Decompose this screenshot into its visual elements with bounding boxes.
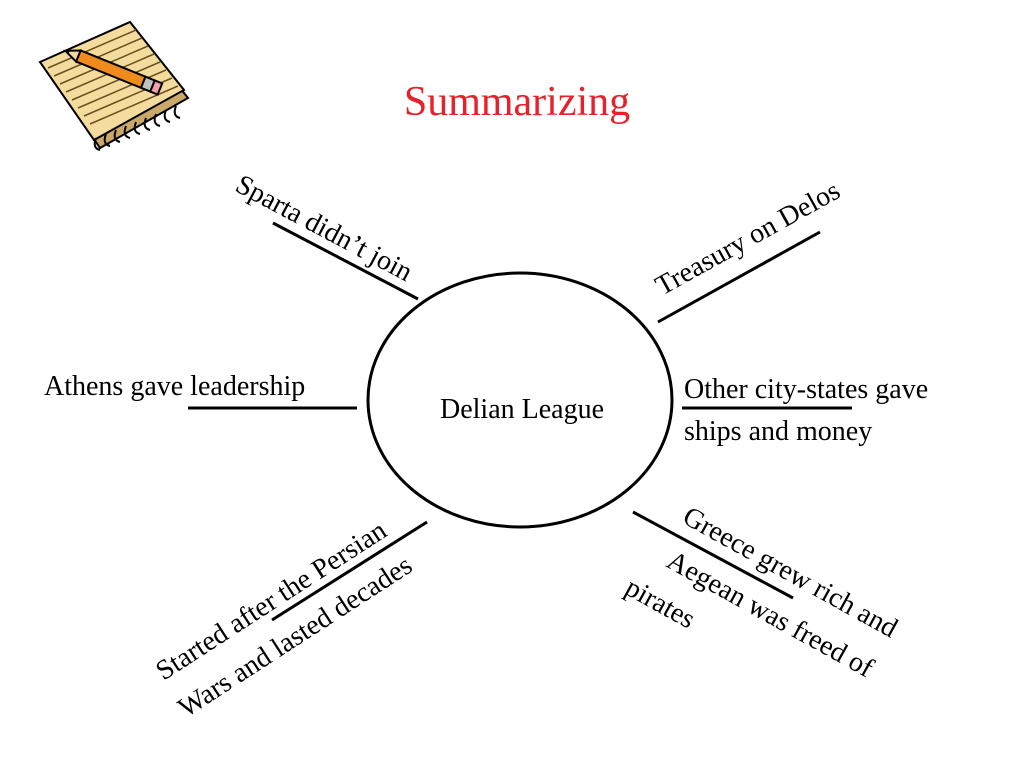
- branch-label-city-states-line2: ships and money: [684, 416, 872, 447]
- branch-label-athens: Athens gave leadership: [44, 371, 305, 402]
- branch-line-sparta: [272, 221, 419, 301]
- branch-line-treasury: [657, 230, 821, 324]
- branch-label-sparta: Sparta didn’t join: [230, 169, 417, 288]
- branch-line-started: [271, 520, 428, 622]
- branch-label-city-states-line1: Other city-states gave: [684, 374, 928, 405]
- branch-line-greece: [632, 510, 794, 600]
- center-ellipse: [366, 271, 674, 529]
- branch-label-treasury: Treasury on Delos: [650, 175, 845, 302]
- center-label: Delian League: [440, 394, 604, 425]
- slide-title: Summarizing: [403, 79, 631, 125]
